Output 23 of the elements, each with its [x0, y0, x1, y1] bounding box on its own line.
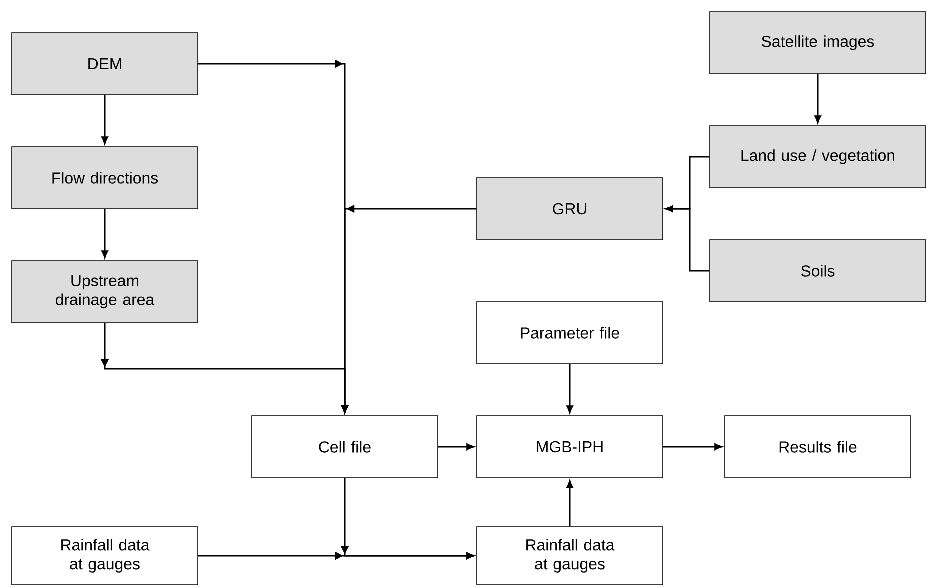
arrow	[663, 444, 722, 450]
process-box: Parameter file	[476, 302, 664, 364]
arrow	[566, 364, 574, 414]
process-box: MGB-IPH	[476, 416, 664, 478]
process-box: Flow directions	[12, 146, 198, 210]
process-box: Rainfall data at gauges	[476, 526, 664, 586]
process-box: Upstream drainage area	[12, 260, 198, 324]
process-box: DEM	[12, 32, 198, 96]
arrow	[438, 444, 474, 450]
arrow	[100, 323, 348, 414]
arrow	[198, 552, 474, 560]
arrow	[102, 95, 108, 144]
arrow	[666, 206, 710, 272]
process-box: Land use / vegetation	[710, 126, 926, 188]
process-box: GRU	[476, 178, 664, 240]
process-box: Results file	[724, 416, 912, 478]
arrow	[566, 480, 574, 527]
arrow	[102, 209, 108, 258]
process-box: Rainfall data at gauges	[12, 526, 198, 586]
process-box: Soils	[710, 240, 926, 302]
arrow	[814, 74, 822, 124]
process-box: Satellite images	[710, 12, 926, 74]
process-box: Cell file	[252, 416, 438, 478]
